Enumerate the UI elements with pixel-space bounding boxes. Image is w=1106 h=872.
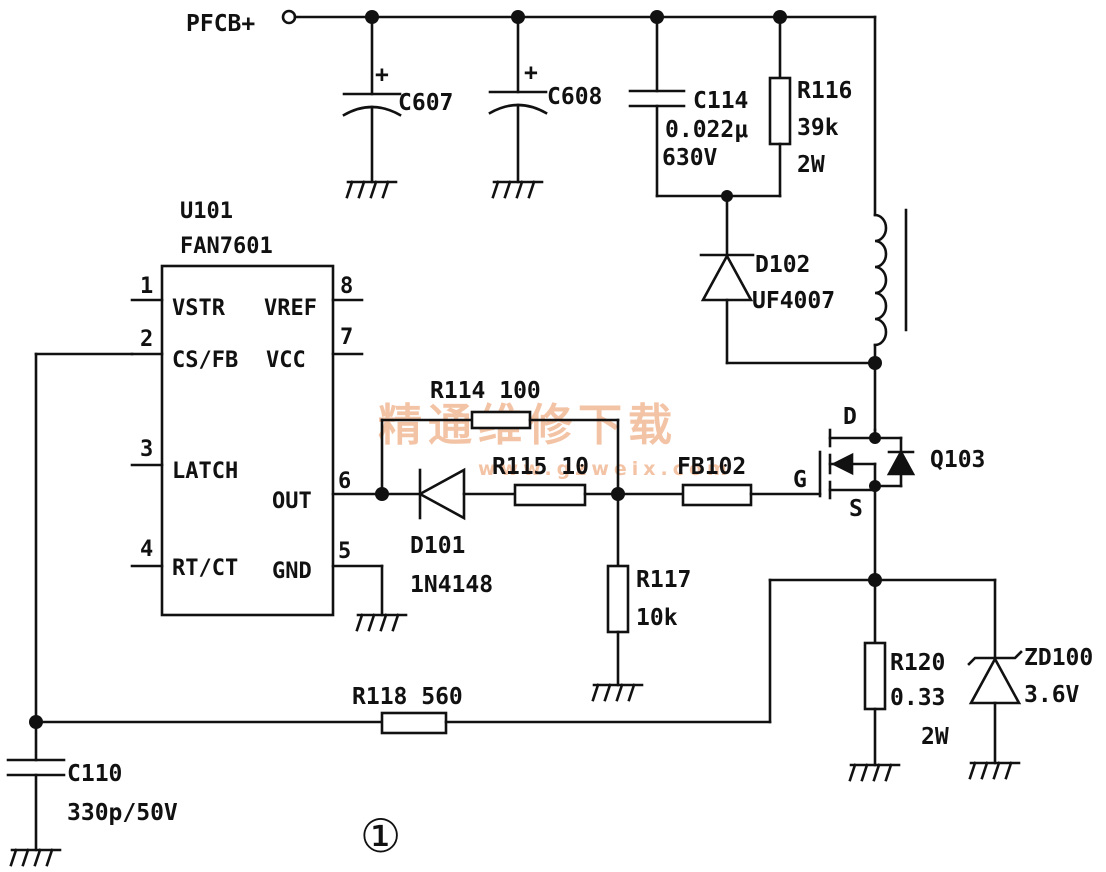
c608-plus-mark: + xyxy=(524,60,538,86)
q103-drain-label: D xyxy=(843,404,857,430)
c607-plus-mark: + xyxy=(375,62,389,88)
r117-resistor xyxy=(606,564,630,634)
q103-mosfet xyxy=(818,428,916,582)
r118-label: R118 560 xyxy=(352,684,463,710)
fb102-bead xyxy=(681,483,753,507)
q103-label: Q103 xyxy=(930,447,985,473)
r120-value: 0.33 xyxy=(890,685,945,711)
d102-label: D102 xyxy=(755,252,810,278)
pin2-number: 2 xyxy=(140,327,153,352)
r120-label: R120 xyxy=(890,650,945,676)
c114-capacitor xyxy=(628,15,782,198)
c114-label: C114 xyxy=(693,88,748,114)
body-diode-icon xyxy=(886,449,916,476)
zd100-label: ZD100 xyxy=(1024,645,1093,671)
pfcb-rail xyxy=(281,9,877,217)
d101-diode xyxy=(417,467,466,521)
c114-rating: 630V xyxy=(662,145,718,171)
r115-label: R115 10 xyxy=(492,454,589,480)
pin8-name: VREF xyxy=(264,296,317,321)
r120-resistor xyxy=(863,641,887,711)
gate-drive-network xyxy=(375,410,822,702)
pin4-number: 4 xyxy=(140,537,153,562)
d101-label: D101 xyxy=(410,533,465,559)
source-sense-network xyxy=(768,573,1023,782)
c110-capacitor xyxy=(6,758,66,867)
c114-value: 0.022μ xyxy=(665,117,748,143)
ground-icon xyxy=(345,180,398,199)
pfcb-label: PFCB+ xyxy=(186,11,255,37)
u101-part: FAN7601 xyxy=(180,234,273,259)
zd100-zener xyxy=(967,650,1023,705)
ground-icon xyxy=(355,613,408,632)
gnd-pin-ground xyxy=(355,564,408,632)
pin3-number: 3 xyxy=(140,437,153,462)
pin1-number: 1 xyxy=(140,274,153,299)
c110-value: 330p/50V xyxy=(67,800,178,826)
q103-gate-label: G xyxy=(793,467,807,493)
fb102-label: FB102 xyxy=(677,454,746,480)
c607-label: C607 xyxy=(398,90,453,116)
r114-label: R114 100 xyxy=(430,378,541,404)
cs-fb-network xyxy=(6,352,772,867)
pin6-number: 6 xyxy=(338,469,351,494)
r117-label: R117 xyxy=(636,567,691,593)
pin2-name: CS/FB xyxy=(172,348,238,373)
pin4-name: RT/CT xyxy=(172,556,238,581)
pfcb-terminal xyxy=(281,9,297,25)
pin5-name: GND xyxy=(272,559,312,584)
figure-number: ① xyxy=(360,809,401,863)
d102-part: UF4007 xyxy=(752,288,835,314)
u101-ic xyxy=(130,264,384,617)
ground-icon xyxy=(968,761,1021,780)
ground-icon xyxy=(9,848,62,867)
pin8-number: 8 xyxy=(340,274,353,299)
c608-label: C608 xyxy=(547,84,602,110)
ground-icon xyxy=(848,763,901,782)
r116-value: 39k xyxy=(797,115,839,141)
ground-icon xyxy=(491,180,544,199)
r118-resistor xyxy=(380,711,448,735)
d101-part: 1N4148 xyxy=(410,572,493,598)
pin7-name: VCC xyxy=(266,348,306,373)
pin1-name: VSTR xyxy=(172,296,226,321)
watermark-url: www.gzweix.com xyxy=(478,458,732,480)
c607-capacitor xyxy=(342,15,402,199)
zd100-value: 3.6V xyxy=(1024,682,1080,708)
r117-value: 10k xyxy=(636,605,678,631)
ground-icon xyxy=(591,683,644,702)
transformer-winding xyxy=(868,208,908,432)
d102-diode xyxy=(699,190,877,365)
ic-body xyxy=(160,264,335,617)
pin7-number: 7 xyxy=(340,325,353,350)
u101-label: U101 xyxy=(180,199,233,224)
pin3-name: LATCH xyxy=(172,459,238,484)
c110-label: C110 xyxy=(67,761,122,787)
c608-capacitor xyxy=(488,15,548,199)
pin6-name: OUT xyxy=(272,489,312,514)
pin5-number: 5 xyxy=(338,539,351,564)
channel-arrow xyxy=(831,452,854,476)
r120-rating: 2W xyxy=(921,724,949,750)
r115-resistor xyxy=(513,483,587,507)
r116-rating: 2W xyxy=(797,152,825,178)
r116-label: R116 xyxy=(797,78,852,104)
q103-source-label: S xyxy=(849,496,863,522)
r116-resistor xyxy=(768,15,792,198)
r114-resistor xyxy=(470,410,532,430)
